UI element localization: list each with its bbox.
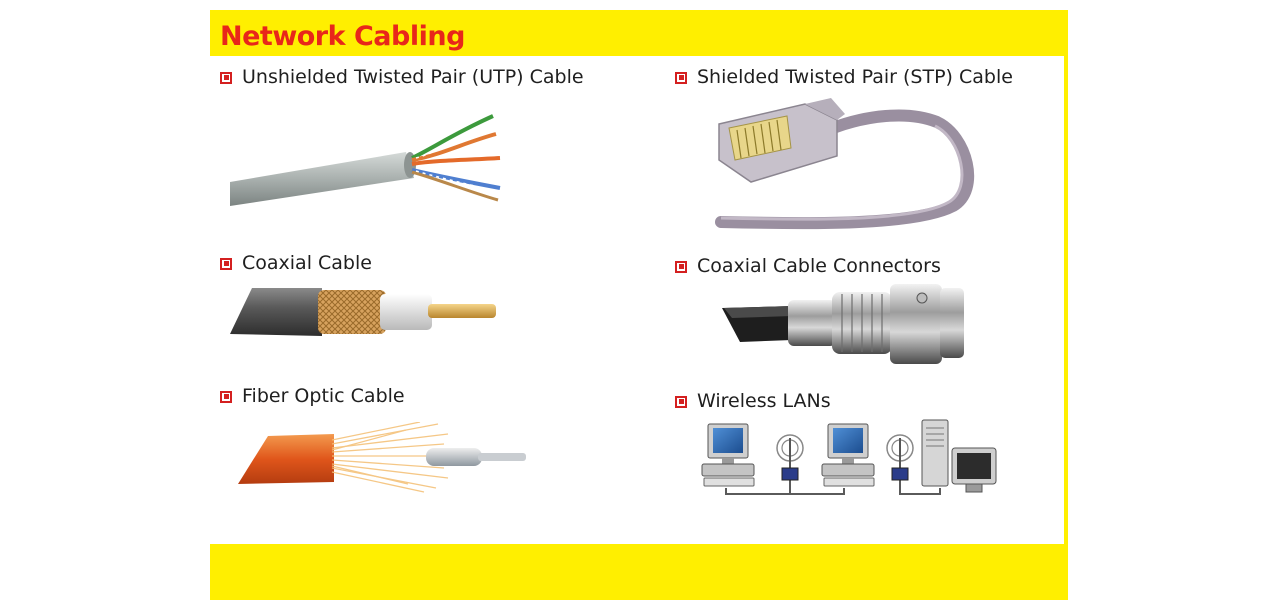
bullet-item-utp: Unshielded Twisted Pair (UTP) Cable bbox=[220, 68, 584, 87]
bullet-square-icon bbox=[220, 390, 232, 403]
slide: Network Cabling Unshielded Twisted Pair … bbox=[210, 10, 1068, 600]
item-label: Shielded Twisted Pair (STP) Cable bbox=[697, 66, 1013, 88]
bullet-item-coaxial: Coaxial Cable bbox=[220, 254, 372, 273]
bullet-square-icon bbox=[675, 260, 687, 273]
bullet-item-wireless-lans: Wireless LANs bbox=[675, 392, 831, 411]
bullet-item-fiber-optic: Fiber Optic Cable bbox=[220, 387, 405, 406]
bullet-square-icon bbox=[220, 257, 232, 270]
wireless-lan-icon bbox=[701, 419, 997, 495]
item-label: Fiber Optic Cable bbox=[242, 385, 405, 407]
utp-cable-icon bbox=[230, 114, 501, 206]
coaxial-cable-icon bbox=[230, 288, 496, 336]
slide-title: Network Cabling bbox=[220, 21, 465, 52]
bullet-square-icon bbox=[675, 395, 687, 408]
item-label: Wireless LANs bbox=[697, 390, 831, 412]
item-label: Unshielded Twisted Pair (UTP) Cable bbox=[242, 66, 584, 88]
header-band bbox=[210, 10, 1068, 56]
bullet-square-icon bbox=[675, 71, 687, 84]
bullet-square-icon bbox=[220, 71, 232, 84]
fiber-optic-cable-icon bbox=[238, 422, 526, 493]
footer-band bbox=[210, 544, 1068, 600]
bullet-item-stp: Shielded Twisted Pair (STP) Cable bbox=[675, 68, 1013, 87]
stp-cable-icon bbox=[715, 98, 975, 230]
bnc-connector-icon bbox=[722, 284, 964, 364]
item-label: Coaxial Cable bbox=[242, 252, 372, 274]
bullet-item-coaxial-connectors: Coaxial Cable Connectors bbox=[675, 257, 941, 276]
item-label: Coaxial Cable Connectors bbox=[697, 255, 941, 277]
right-border bbox=[1064, 56, 1068, 546]
